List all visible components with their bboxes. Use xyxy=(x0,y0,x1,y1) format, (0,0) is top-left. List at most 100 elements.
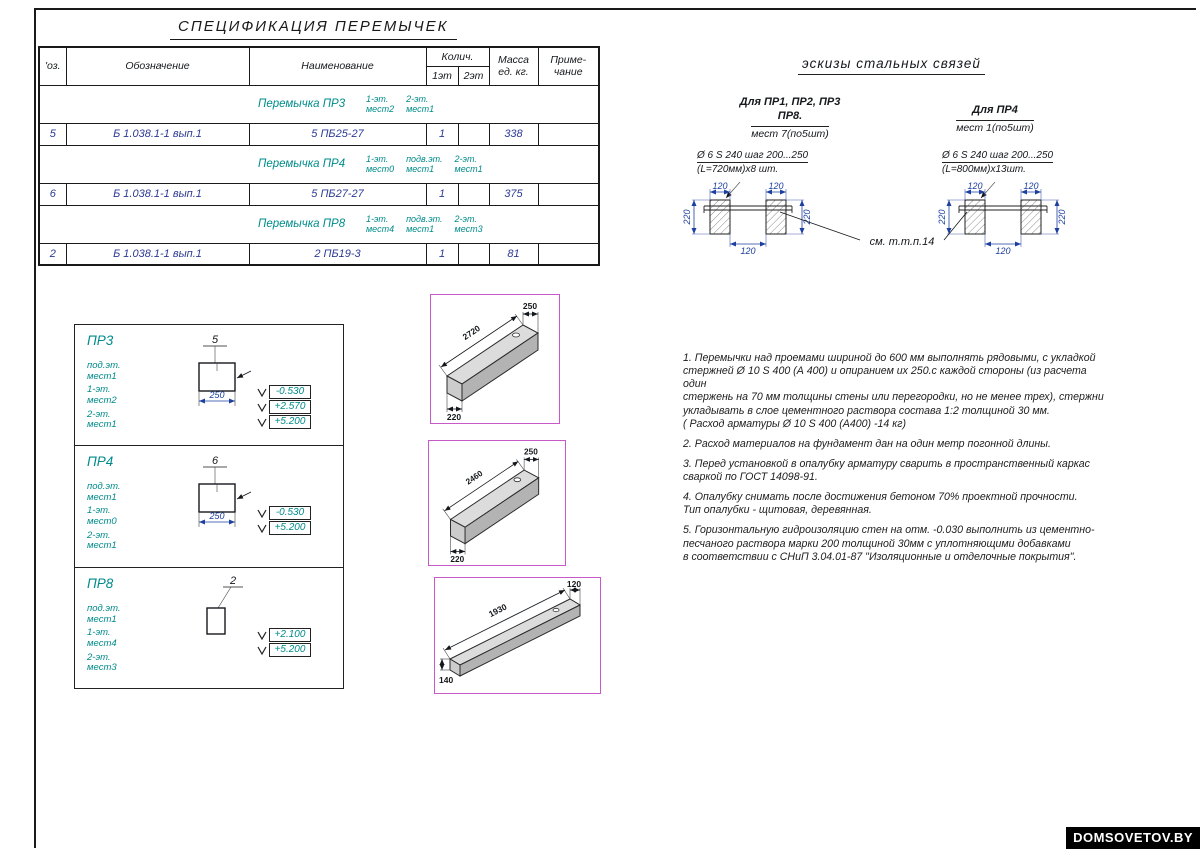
col-header-qty: Колич. xyxy=(425,46,490,67)
legend-label: под.эт. мест1 xyxy=(87,603,121,625)
elevation-marks: -0.530 +2.570 +5.200 xyxy=(257,385,311,430)
cell-qty2 xyxy=(457,122,490,146)
note-1: 1. Перемычки над проемами шириной до 600… xyxy=(683,352,1104,430)
cell-name: 5 ПБ27-27 xyxy=(248,182,427,206)
frame-left-border xyxy=(34,8,36,848)
beam-drawing-pb27: 2460 250 220 xyxy=(428,440,566,566)
length-dimension: 1930 xyxy=(486,601,508,619)
elevation-row: +5.200 xyxy=(257,415,311,429)
tie-spec-left: Ø 6 S 240 шаг 200...250 (L=720мм)х8 шт. xyxy=(697,150,809,175)
width-dimension: 250 xyxy=(524,448,538,457)
cell-pos: 5 xyxy=(38,122,67,146)
beam-isometric: 2460 250 220 xyxy=(442,448,540,564)
dimension: 220 xyxy=(802,209,812,225)
table-group-pr4: Перемычка ПР4 1-эт. мест0 подв.эт. мест1… xyxy=(38,144,600,184)
height-dimension: 220 xyxy=(450,555,464,564)
page-title: СПЕЦИФИКАЦИЯ ПЕРЕМЫЧЕК xyxy=(170,18,457,40)
rebar-spec: Ø 6 S 240 шаг 200...250 xyxy=(697,150,809,163)
cell-mass: 375 xyxy=(488,182,539,206)
cell-designation: Б 1.038.1-1 вып.1 xyxy=(65,242,250,266)
ties-plan-sketches: 120 120 220 220 120 120 120 220 220 xyxy=(682,182,1067,256)
legend-label: 2-эт. мест1 xyxy=(87,529,117,552)
note-4: 4. Опалубку снимать после достижения бет… xyxy=(683,491,1078,517)
width-dimension: 250 xyxy=(523,301,537,311)
legend-label: 2-эт. мест3 xyxy=(87,651,117,674)
dimension: 220 xyxy=(937,209,947,225)
legend-label: 1-эт. мест4 xyxy=(87,627,117,649)
rebar-length: (L=720мм)х8 шт. xyxy=(697,164,779,175)
elevation-mark-icon xyxy=(257,388,267,397)
cell-qty1: 1 xyxy=(425,242,459,266)
group-label: подв.эт. мест1 xyxy=(406,153,443,174)
elevation-row: -0.530 xyxy=(257,385,311,399)
tie-heading-left: Для ПР1, ПР2, ПР3 ПР8. мест 7(по5шт) xyxy=(725,96,855,142)
elevation-value: +5.200 xyxy=(269,643,311,657)
notes-block: 1. Перемычки над проемами шириной до 600… xyxy=(683,352,1113,571)
cell-note xyxy=(537,122,600,146)
legend-label: 2-эт. мест1 xyxy=(87,408,117,431)
group-band: Перемычка ПР3 1-эт. мест2 2-эт. мест1 xyxy=(40,94,598,115)
dimension: 120 xyxy=(768,182,783,191)
spec-table: 'оз. Обозначение Наименование Колич. Мас… xyxy=(38,46,600,266)
legend-title: ПР8 xyxy=(87,576,114,591)
table-row: 5 Б 1.038.1-1 вып.1 5 ПБ25-27 1 338 xyxy=(38,122,600,146)
group-label: 1-эт. мест2 xyxy=(366,93,395,114)
col-header-mass: Масса ед. кг. xyxy=(488,46,539,86)
legend-title: ПР4 xyxy=(87,454,114,469)
dimension: 120 xyxy=(712,182,727,191)
height-dimension: 220 xyxy=(447,412,461,422)
width-dimension: 250 xyxy=(208,390,224,400)
col-header-designation: Обозначение xyxy=(65,46,250,86)
cell-designation: Б 1.038.1-1 вып.1 xyxy=(65,182,250,206)
legend-title: ПР3 xyxy=(87,333,114,348)
lintel-section-sketch: 5 250 xyxy=(198,334,252,406)
elevation-row: +2.100 xyxy=(257,628,311,642)
beam-drawing-pb25: 2720 250 220 xyxy=(430,294,560,424)
legend-label: 1-эт. мест2 xyxy=(87,384,117,406)
cell-mass: 81 xyxy=(488,242,539,266)
tie-places: мест 7(по5шт) xyxy=(751,125,829,140)
tie-heading-line: Для ПР4 xyxy=(972,104,1018,116)
cell-qty1: 1 xyxy=(425,182,459,206)
tie-spec-right: Ø 6 S 240 шаг 200...250 (L=800мм)х13шт. xyxy=(942,150,1054,175)
elevation-value: -0.530 xyxy=(269,385,311,399)
note-2: 2. Расход материалов на фундамент дан на… xyxy=(683,437,1051,450)
cell-qty2 xyxy=(457,242,490,266)
elevation-mark-icon xyxy=(257,524,267,533)
beam-drawing-pb19: 1930 120 140 xyxy=(434,577,601,694)
group-band: Перемычка ПР8 1-эт. мест4 подв.эт. мест1… xyxy=(40,214,598,235)
cell-pos: 6 xyxy=(38,182,67,206)
elevation-row: +2.570 xyxy=(257,400,311,414)
lintel-section-sketch: 2 xyxy=(206,575,243,635)
cell-pos: 2 xyxy=(38,242,67,266)
elevation-marks: -0.530 +5.200 xyxy=(257,506,311,536)
table-group-pr3: Перемычка ПР3 1-эт. мест2 2-эт. мест1 xyxy=(38,84,600,124)
elevation-mark-icon xyxy=(257,403,267,412)
elevation-value: +5.200 xyxy=(269,521,311,535)
legend-label: 1-эт. мест0 xyxy=(87,505,117,527)
group-label: 2-эт. мест1 xyxy=(454,153,483,174)
elevation-row: +5.200 xyxy=(257,643,311,657)
col-header-qty-floor2: 2эт xyxy=(457,65,490,86)
group-title: Перемычка ПР3 xyxy=(258,98,346,110)
elevation-marks: +2.100 +5.200 xyxy=(257,628,311,658)
lintel-section-sketch: 6 250 xyxy=(198,455,252,527)
col-header-pos: 'оз. xyxy=(38,46,67,86)
length-dimension: 2720 xyxy=(461,323,482,342)
lintel-legend-box: ПР3 под.эт. мест1 1-эт. мест2 2-эт. мест… xyxy=(74,324,344,689)
elevation-value: -0.530 xyxy=(269,506,311,520)
elevation-row: +5.200 xyxy=(257,521,311,535)
group-band: Перемычка ПР4 1-эт. мест0 подв.эт. мест1… xyxy=(40,154,598,175)
group-label: 1-эт. мест0 xyxy=(366,153,395,174)
beam-isometric: 1930 120 140 xyxy=(439,580,581,685)
width-dimension: 120 xyxy=(566,580,580,589)
height-dimension: 140 xyxy=(439,675,453,685)
callout-number: 5 xyxy=(212,334,219,346)
elevation-mark-icon xyxy=(257,509,267,518)
rebar-spec: Ø 6 S 240 шаг 200...250 xyxy=(942,150,1054,163)
group-label: подв.эт. мест1 xyxy=(406,213,443,234)
tie-heading-line: ПР8. xyxy=(777,109,803,122)
callout-number: 2 xyxy=(229,575,236,587)
dimension: 220 xyxy=(682,209,692,225)
